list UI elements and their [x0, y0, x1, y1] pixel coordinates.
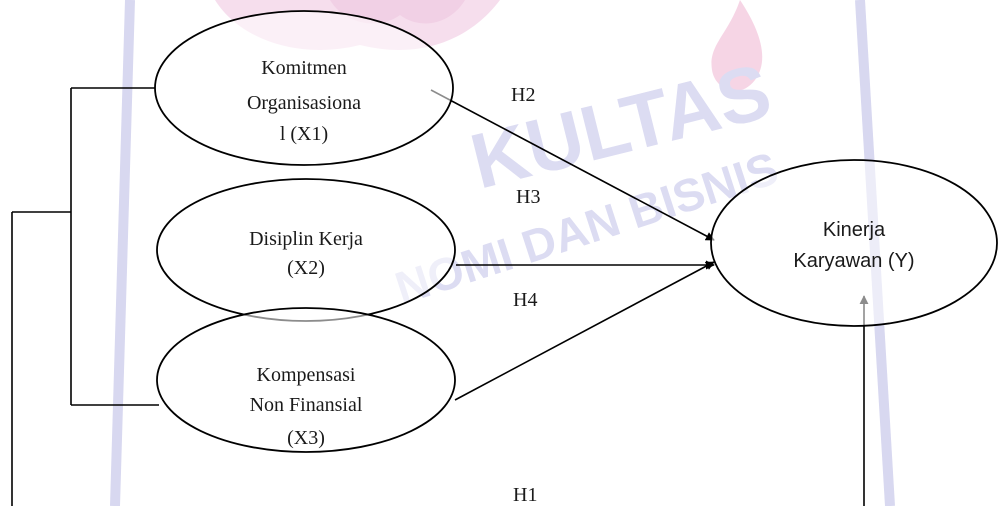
node-x2-line1: Disiplin Kerja — [249, 228, 363, 250]
h2-arrow — [430, 89, 715, 241]
h2-label: H2 — [511, 84, 535, 106]
node-x1: Komitmen Organisasiona l (X1) — [154, 10, 454, 166]
node-x1-line2: Organisasiona — [247, 92, 361, 114]
node-x2: Disiplin Kerja (X2) — [156, 178, 456, 322]
node-x1-ellipse — [154, 10, 454, 166]
node-x3-line3: (X3) — [287, 427, 325, 449]
node-x3-line1: Kompensasi — [257, 364, 356, 386]
node-y-ellipse — [710, 159, 998, 327]
h1-path — [11, 212, 869, 506]
node-x2-ellipse — [156, 178, 456, 322]
node-x2-line2: (X2) — [287, 257, 325, 279]
node-x1-line3: l (X1) — [280, 123, 328, 145]
h3-label: H3 — [516, 186, 540, 208]
h4-arrow — [454, 261, 715, 401]
node-x3-ellipse — [156, 307, 456, 453]
h1-label: H1 — [513, 484, 537, 506]
node-y-line2: Karyawan (Y) — [793, 250, 914, 272]
independent-bracket — [12, 87, 159, 406]
watermark-emblem-drop — [711, 0, 763, 91]
node-x3: Kompensasi Non Finansial (X3) — [156, 307, 456, 453]
h4-label: H4 — [513, 289, 537, 311]
node-y-line1: Kinerja — [823, 219, 886, 241]
watermark-border-left — [110, 0, 135, 506]
node-x3-line2: Non Finansial — [250, 394, 363, 416]
node-y: Kinerja Karyawan (Y) — [710, 159, 998, 327]
node-x1-line1: Komitmen — [261, 57, 347, 79]
